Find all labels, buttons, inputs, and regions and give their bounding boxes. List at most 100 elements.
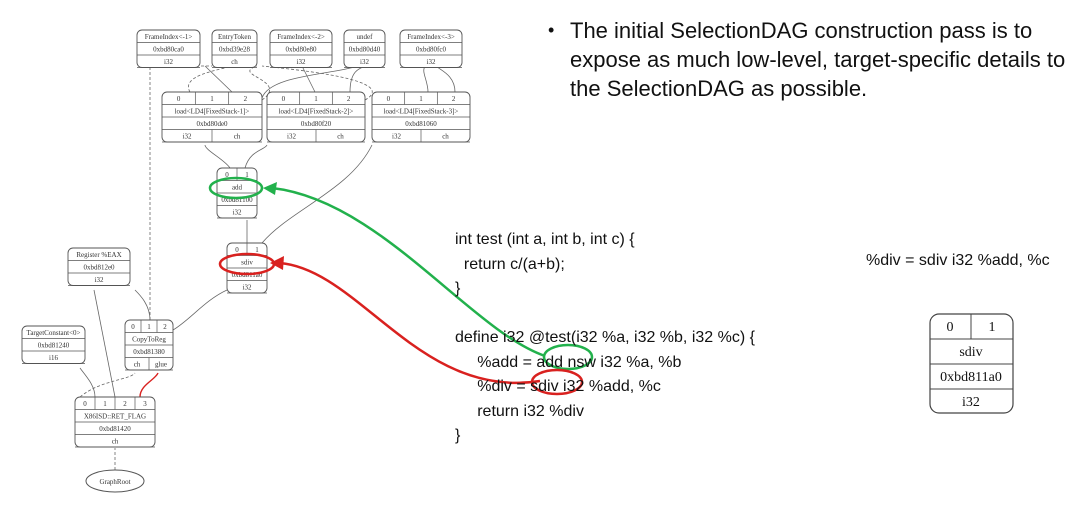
node-type-0: i32 <box>164 58 173 66</box>
dag-node-fi3: FrameIndex<-3> 0xbd80fc0 i32 <box>399 29 463 68</box>
dag-edges <box>79 65 456 470</box>
bullet-text: The initial SelectionDAG construction pa… <box>570 18 1066 101</box>
node-type-1: ch <box>337 133 344 141</box>
node-type-0: ch <box>134 361 141 369</box>
red-arrowhead <box>270 256 284 270</box>
node-type-0: i32 <box>360 58 369 66</box>
node-name-0: Register %EAX <box>76 251 121 259</box>
dag-edge <box>261 144 373 244</box>
dag-edge <box>79 367 96 398</box>
bullet-dot: • <box>548 20 555 40</box>
node-type-0: i32 <box>392 133 401 141</box>
node-addr-0: 0xbd812e0 <box>83 264 115 272</box>
code-block: int test (int a, int b, int c) { return … <box>455 228 755 449</box>
dag-edge <box>204 65 233 93</box>
ir-instruction: %div = sdiv i32 %add, %c <box>866 252 1050 269</box>
red-ellipse-diagram <box>218 252 276 276</box>
node-name-0: add <box>232 184 243 192</box>
node-type-1: ch <box>234 133 241 141</box>
node-name-0: EntryToken <box>218 33 251 41</box>
dag-edge <box>188 65 233 93</box>
node-addr-0: 0xbd81100 <box>221 196 253 204</box>
node-port-0: 0 <box>387 95 391 103</box>
big-node-name: sdiv <box>959 345 982 360</box>
dag-edge <box>349 65 367 93</box>
node-port-0: 0 <box>282 95 286 103</box>
node-name-0: FrameIndex<-1> <box>145 33 193 41</box>
green-arrowhead <box>263 182 277 195</box>
node-port-2: 2 <box>123 400 127 408</box>
code-line: return c/(a+b); <box>455 255 565 273</box>
sdiv-node-large: 0 1 sdiv 0xbd811a0 i32 <box>929 313 1014 414</box>
node-type-0: i32 <box>183 133 192 141</box>
node-port-0: 0 <box>131 323 135 331</box>
big-node-addr: 0xbd811a0 <box>940 370 1002 385</box>
node-type-0: i32 <box>427 58 436 66</box>
node-name-0: X86ISD::RET_FLAG <box>84 413 146 421</box>
node-type-0: i16 <box>49 354 58 362</box>
node-name-0: FrameIndex<-3> <box>407 33 455 41</box>
node-addr-0: 0xbd80e80 <box>285 46 317 54</box>
node-port-0: 0 <box>225 171 229 179</box>
node-port-0: 0 <box>177 95 181 103</box>
code-line: return i32 %div <box>455 402 584 420</box>
green-arrow <box>271 186 546 358</box>
node-addr-0: 0xbd80d40 <box>349 46 381 54</box>
node-port-1: 1 <box>314 95 318 103</box>
node-port-1: 1 <box>255 246 259 254</box>
node-port-2: 2 <box>163 323 167 331</box>
node-port-1: 1 <box>147 323 151 331</box>
node-name-0: sdiv <box>241 259 253 267</box>
node-name-0: CopyToReg <box>132 336 166 344</box>
node-port-2: 2 <box>244 95 248 103</box>
bullet-point: • The initial SelectionDAG construction … <box>548 16 1068 103</box>
graph-root-node: GraphRoot <box>85 469 145 493</box>
dag-edge <box>301 65 316 93</box>
node-port-3: 3 <box>143 400 147 408</box>
code-line: } <box>455 427 461 444</box>
graph-root-label: GraphRoot <box>99 478 130 486</box>
node-addr-0: 0xbd81060 <box>405 120 437 128</box>
node-name-0: load<LD4[FixedStack-2]> <box>279 108 354 116</box>
node-addr-0: 0xbd81420 <box>99 425 131 433</box>
node-port-1: 1 <box>103 400 107 408</box>
node-port-0: 0 <box>83 400 87 408</box>
node-addr-0: 0xbd39e28 <box>219 46 251 54</box>
node-addr-0: 0xbd80de0 <box>196 120 228 128</box>
node-type-1: glue <box>155 361 167 369</box>
big-node-port-1: 1 <box>989 320 996 335</box>
dag-edge <box>79 372 136 398</box>
node-type-1: ch <box>442 133 449 141</box>
node-port-2: 2 <box>452 95 456 103</box>
node-addr-0: 0xbd80ca0 <box>153 46 184 54</box>
node-name-0: load<LD4[FixedStack-1]> <box>175 108 250 116</box>
node-addr-0: 0xbd80fc0 <box>416 46 446 54</box>
node-addr-0: 0xbd81240 <box>38 342 70 350</box>
node-port-1: 1 <box>210 95 214 103</box>
node-type-0: i32 <box>287 133 296 141</box>
dag-nodes: FrameIndex<-1> 0xbd80ca0 i32 EntryToken 0xbd… <box>21 29 471 448</box>
dag-node-fi1: FrameIndex<-1> 0xbd80ca0 i32 <box>136 29 201 68</box>
dag-edge <box>423 65 429 93</box>
node-type-0: i32 <box>95 276 104 284</box>
node-type-0: i32 <box>243 284 252 292</box>
green-ellipse-code <box>542 343 594 371</box>
code-line: int test (int a, int b, int c) { <box>455 231 635 248</box>
node-name-0: FrameIndex<-2> <box>277 33 325 41</box>
node-name-0: load<LD4[FixedStack-3]> <box>384 108 459 116</box>
node-type-0: ch <box>231 58 238 66</box>
dag-edge <box>139 372 159 398</box>
code-line: define i32 @test(i32 %a, i32 %b, i32 %c)… <box>455 329 755 346</box>
node-type-0: ch <box>112 438 119 446</box>
red-arrow <box>279 261 541 385</box>
dag-edge <box>93 289 116 398</box>
